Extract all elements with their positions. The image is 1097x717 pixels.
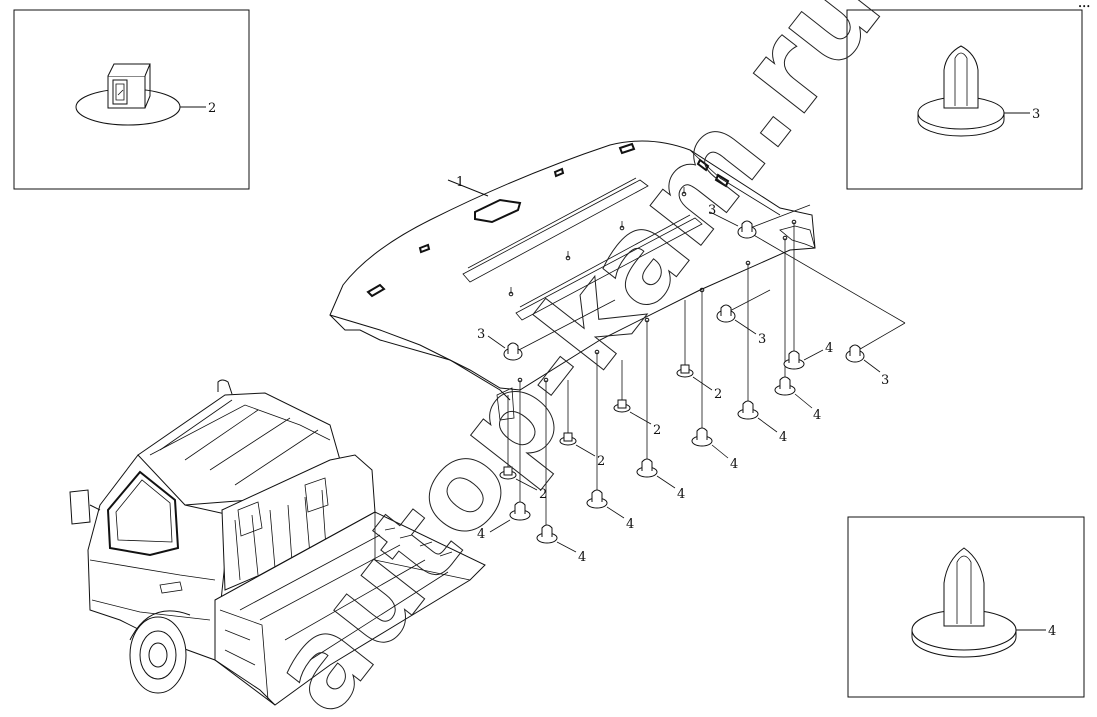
fastener-4-part-a: 4 [783, 341, 833, 370]
clip-part-a: 2 [676, 364, 722, 402]
fastener-3-part-b: 3 [477, 327, 523, 361]
callout-3-b: 3 [477, 327, 485, 342]
callout-2-d: 2 [539, 487, 547, 502]
headliner-panel: 1 [329, 140, 816, 421]
fastener-4-part-e: 4 [636, 458, 685, 502]
callout-4-g: 4 [477, 527, 485, 542]
callout-4-c: 4 [779, 430, 787, 445]
fastener-4-part-b: 4 [774, 376, 821, 423]
callout-3-detail: 3 [1032, 107, 1040, 122]
callout-4-e: 4 [677, 487, 685, 502]
fastener-3-part-d: 3 [845, 344, 889, 388]
callout-1: 1 [456, 175, 464, 190]
fastener-4-parts: 4 4 4 4 4 4 [477, 341, 833, 565]
fastener-4-part-c: 4 [737, 400, 787, 445]
watermark-text: autop-kam.ru [243, 0, 907, 717]
callout-4-detail: 4 [1048, 624, 1056, 639]
callout-4-d: 4 [730, 457, 738, 472]
clip-part-d: 2 [499, 466, 547, 502]
fastener-4-part-d: 4 [691, 427, 738, 472]
callout-2-b: 2 [653, 423, 661, 438]
clip-part-b: 2 [613, 399, 661, 438]
truck-illustration [69, 379, 486, 706]
callout-3-a: 3 [708, 203, 716, 218]
detail-box-fastener-3: 3 ••• [846, 3, 1090, 190]
clip-part-c: 2 [559, 432, 605, 469]
callout-4-f: 4 [626, 517, 634, 532]
callout-4-b: 4 [813, 408, 821, 423]
callout-2-c: 2 [597, 454, 605, 469]
callout-2-a: 2 [714, 387, 722, 402]
callout-3-c: 3 [758, 332, 766, 347]
fastener-4-part-f: 4 [586, 489, 634, 532]
fastener-3-parts: 3 3 3 3 [477, 203, 889, 388]
fastener-3-part-c: 3 [716, 304, 766, 347]
fastener-4-part-g: 4 [477, 501, 531, 542]
callout-4-a: 4 [825, 341, 833, 356]
fastener-3-part-a: 3 [708, 203, 757, 239]
corner-mark: ••• [1078, 3, 1090, 11]
callout-3-d: 3 [881, 373, 889, 388]
fastener-4-part-h: 4 [536, 524, 586, 565]
callout-4-h: 4 [578, 550, 586, 565]
detail-box-fastener-4: 4 [847, 516, 1085, 698]
clip-parts: 2 2 2 2 [499, 364, 722, 502]
callout-2-detail: 2 [208, 101, 216, 116]
watermark: autop-kam.ru [243, 0, 908, 717]
detail-box-clip: 2 [13, 9, 250, 190]
leader-lines [507, 204, 906, 525]
